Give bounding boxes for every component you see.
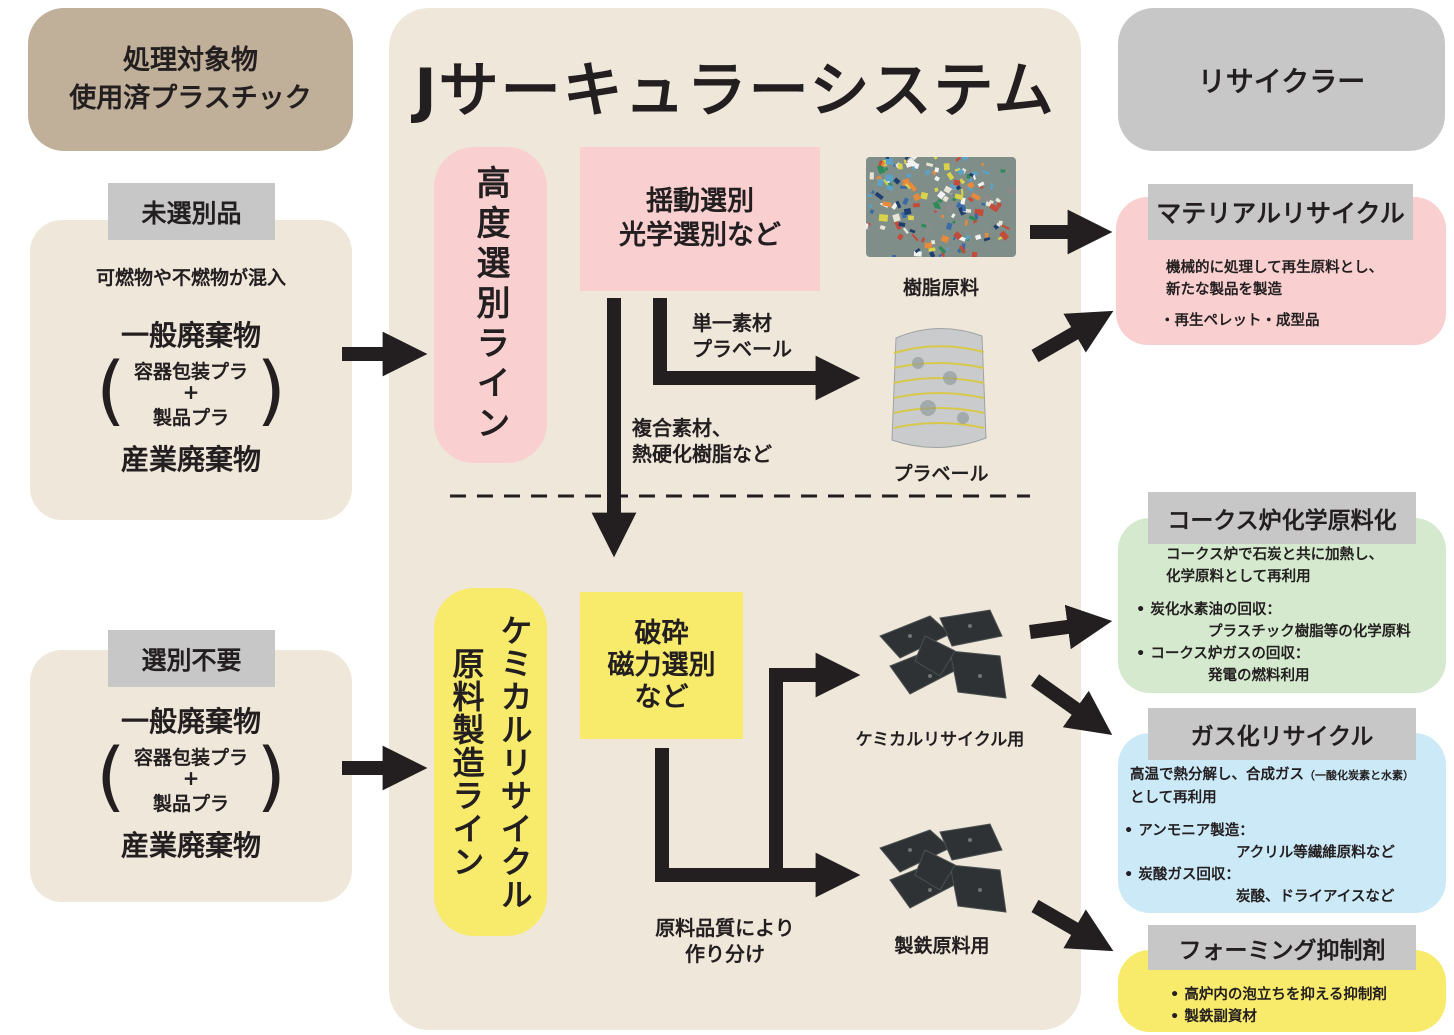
left-paren: ( xyxy=(96,345,126,434)
resin-label: 樹脂原料 xyxy=(902,276,979,299)
single-material-label: 単一素材 プラベール xyxy=(692,310,832,362)
nosort-box xyxy=(30,650,352,902)
coke-item2: • コークス炉ガスの回収： xyxy=(1136,646,1310,662)
unsorted-note: 可燃物や不燃物が混入 xyxy=(95,266,286,289)
advanced-sorting-line: 高度選別ライン xyxy=(434,147,547,463)
crushing-line1: 破砕 xyxy=(634,617,689,649)
nosort-sub1: 容器包装プラ xyxy=(133,746,248,769)
coke-items: • 炭化水素油の回収： プラスチック樹脂等の化学原料 • コークス炉ガスの回収：… xyxy=(1136,599,1436,687)
bale-photo xyxy=(891,328,987,448)
nosort-waste1: 一般廃棄物 xyxy=(120,705,261,738)
gas-item2-detail: 炭酸、ドライアイスなど xyxy=(1236,889,1395,905)
coke-oven-tag: コークス炉化学原料化 xyxy=(1148,492,1416,544)
unsorted-paren-group: ( 容器包装プラ + 製品プラ ) xyxy=(96,352,286,430)
foaming-tag: フォーミング抑制剤 xyxy=(1148,925,1416,970)
gas-desc1-line: 高温で熱分解し、合成ガス（一酸化炭素と水素） xyxy=(1130,764,1446,787)
single-material-1: 単一素材 xyxy=(692,311,772,335)
unsorted-plus: + xyxy=(182,380,200,404)
unsorted-waste2: 産業廃棄物 xyxy=(120,443,261,476)
crushing-process-box: 破砕 磁力選別 など xyxy=(580,592,743,739)
quality-label: 原料品質により 作り分け xyxy=(630,915,820,967)
chemical-line-col1: ケミカルリサイクル xyxy=(495,613,534,911)
single-material-2: プラベール xyxy=(692,337,792,361)
crushing-line2: 磁力選別 xyxy=(607,649,716,681)
chemical-line: ケミカルリサイクル 原料製造ライン xyxy=(434,588,547,936)
gas-desc1a: 高温で熱分解し、合成ガス xyxy=(1130,767,1304,783)
nosort-tag: 選別不要 xyxy=(108,630,275,687)
nosort-sub2: 製品プラ xyxy=(152,792,229,815)
chemical-line-col2: 原料製造ライン xyxy=(447,646,486,878)
material-recycle-desc: 機械的に処理して再生原料とし、 新たな製品を製造 xyxy=(1166,257,1436,301)
gas-item1: • アンモニア製造： xyxy=(1124,823,1254,839)
chemical-product-label: ケミカルリサイクル用 xyxy=(855,729,1025,750)
right-paren: ) xyxy=(256,345,286,434)
material-item1: ・再生ペレット・成型品 xyxy=(1160,313,1320,329)
nosort-paren-group: ( 容器包装プラ + 製品プラ ) xyxy=(96,738,286,816)
unsorted-box xyxy=(30,220,352,520)
right-paren: ) xyxy=(256,731,286,820)
chemical-line-label-group: ケミカルリサイクル 原料製造ライン xyxy=(444,614,538,911)
target-header-line2: 使用済プラスチック xyxy=(69,82,312,114)
coke-desc1: コークス炉で石炭と共に加熱し、 xyxy=(1166,547,1384,563)
gas-desc1b: （一酸化炭素と水素） xyxy=(1304,769,1414,782)
system-title: Jサーキュラーシステム xyxy=(414,55,1056,126)
bale-label: プラベール xyxy=(893,462,989,485)
gasification-tag: ガス化リサイクル xyxy=(1148,708,1416,760)
composite-2: 熱硬化樹脂など xyxy=(632,442,772,466)
ironmaking-product-label: 製鉄原料用 xyxy=(894,934,990,957)
composite-label: 複合素材、 熱硬化樹脂など xyxy=(632,415,832,467)
gas-item2: • 炭酸ガス回収： xyxy=(1124,867,1240,883)
sorting-process-box: 揺動選別 光学選別など xyxy=(580,147,820,291)
coke-item2-detail: 発電の燃料利用 xyxy=(1208,668,1310,684)
chemical-pellet-photo xyxy=(879,609,1007,699)
material-desc2: 新たな製品を製造 xyxy=(1166,282,1282,298)
unsorted-waste1: 一般廃棄物 xyxy=(120,319,261,352)
foaming-item2: • 製鉄副資材 xyxy=(1170,1009,1257,1025)
material-desc1: 機械的に処理して再生原料とし、 xyxy=(1166,260,1384,276)
nosort-plus: + xyxy=(182,766,200,790)
composite-1: 複合素材、 xyxy=(632,416,732,440)
coke-desc: コークス炉で石炭と共に加熱し、 化学原料として再利用 xyxy=(1166,544,1436,588)
target-header-line1: 処理対象物 xyxy=(123,44,258,76)
foaming-items: • 高炉内の泡立ちを抑える抑制剤 • 製鉄副資材 xyxy=(1170,984,1440,1028)
gas-desc2: として再利用 xyxy=(1130,790,1217,806)
gas-desc: 高温で熱分解し、合成ガス（一酸化炭素と水素） として再利用 xyxy=(1130,764,1446,809)
advanced-line-label: 高度選別ライン xyxy=(470,165,510,445)
crushing-line3: など xyxy=(634,681,689,713)
unsorted-sub2: 製品プラ xyxy=(152,406,229,429)
nosort-waste2: 産業廃棄物 xyxy=(120,829,261,862)
gas-items: • アンモニア製造： アクリル等繊維原料など • 炭酸ガス回収： 炭酸、ドライア… xyxy=(1124,820,1440,908)
quality-1: 原料品質により xyxy=(655,916,795,940)
coke-oven-box xyxy=(1118,518,1446,693)
coke-item1-detail: プラスチック樹脂等の化学原料 xyxy=(1208,624,1411,640)
coke-item1: • 炭化水素油の回収： xyxy=(1136,602,1281,618)
sorting-line2: 光学選別など xyxy=(619,220,781,251)
material-recycle-tag: マテリアルリサイクル xyxy=(1148,184,1413,240)
resin-photo xyxy=(866,157,1016,257)
gasification-box xyxy=(1118,733,1446,913)
recycler-header: リサイクラー xyxy=(1118,8,1445,151)
foaming-item1: • 高炉内の泡立ちを抑える抑制剤 xyxy=(1170,987,1387,1003)
ironmaking-pellet-photo xyxy=(879,823,1007,913)
unsorted-tag: 未選別品 xyxy=(108,183,275,240)
sorting-line1: 揺動選別 xyxy=(646,186,754,217)
unsorted-sub1: 容器包装プラ xyxy=(133,360,248,383)
quality-2: 作り分け xyxy=(685,942,765,966)
gas-item1-detail: アクリル等繊維原料など xyxy=(1236,845,1395,861)
target-header: 処理対象物 使用済プラスチック xyxy=(28,8,353,151)
coke-desc2: 化学原料として再利用 xyxy=(1166,569,1311,585)
left-paren: ( xyxy=(96,731,126,820)
